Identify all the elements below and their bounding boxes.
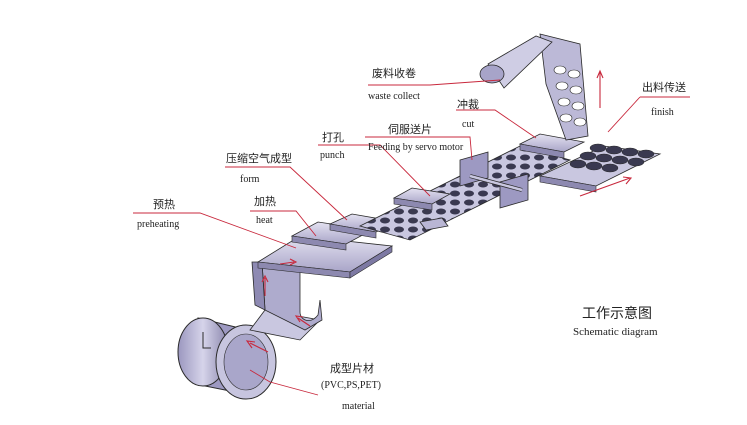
finish-label-en: finish (651, 107, 674, 118)
finish-conveyor (538, 143, 662, 193)
form-label-cn: 压缩空气成型 (226, 152, 292, 165)
waste-roll-icon (479, 33, 589, 141)
red-arrow-icon (245, 69, 633, 353)
punch-label-en: punch (320, 150, 345, 161)
servo-label-en: Feeding by servo motor (368, 142, 464, 153)
servo-feeder (459, 151, 529, 209)
material-sheet (249, 260, 323, 341)
punch-station (392, 187, 452, 231)
heat-label-en: heat (256, 215, 273, 226)
waste-label-en: waste collect (368, 91, 420, 102)
servo-label-cn: 伺服送片 (388, 123, 432, 136)
form-label-en: form (240, 174, 260, 185)
preheat-label-en: preheating (137, 219, 180, 230)
material-roll-icon (177, 317, 277, 400)
material-label-sub: (PVC,PS,PET) (321, 380, 382, 391)
cut-label-en: cut (462, 119, 475, 130)
preheat-station (256, 235, 394, 279)
punch-label-cn: 打孔 (322, 131, 344, 144)
cut-label-cn: 冲裁 (457, 98, 479, 111)
preheat-label-cn: 预热 (153, 198, 175, 211)
leader-lines (133, 79, 690, 396)
finish-label-cn: 出料传送 (642, 81, 686, 94)
material-label-en: material (342, 401, 375, 412)
diagram-title-cn: 工作示意图 (582, 306, 652, 322)
diagram-title-en: Schematic diagram (573, 326, 658, 338)
heat-label-cn: 加热 (254, 195, 276, 208)
waste-label-cn: 废料收卷 (372, 67, 416, 80)
material-label-cn: 成型片材 (330, 362, 374, 375)
